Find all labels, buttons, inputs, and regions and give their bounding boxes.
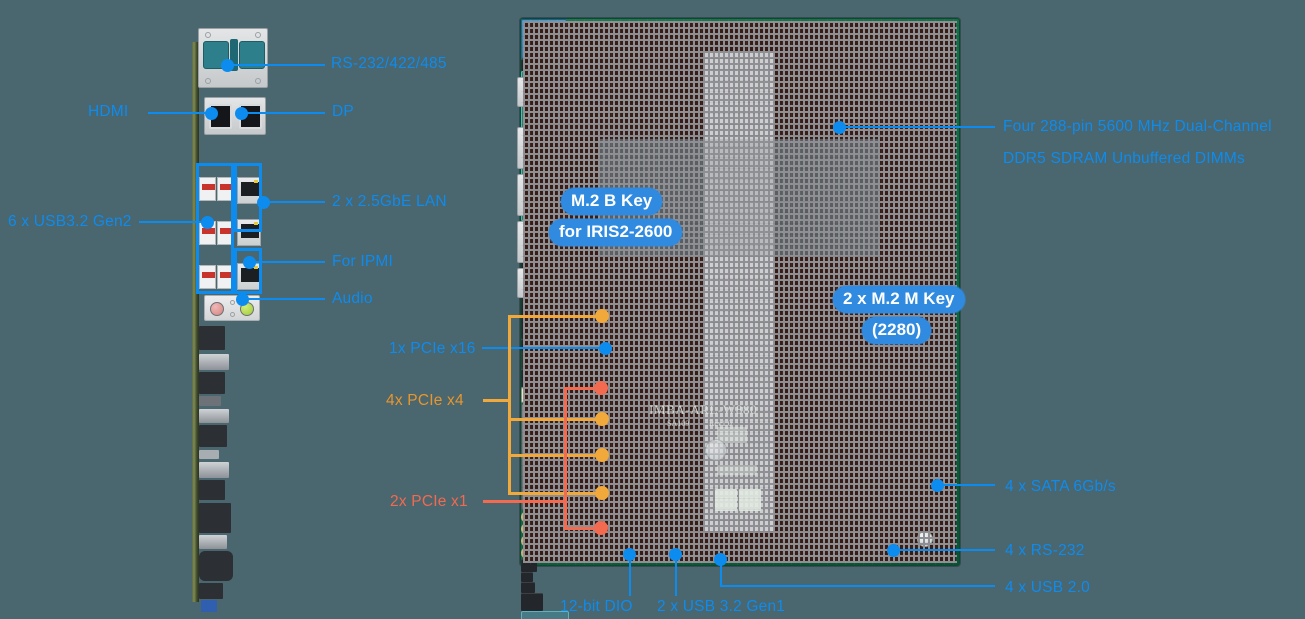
ipmi-lan-port	[237, 263, 261, 290]
cert-mark-4	[717, 465, 757, 475]
serial-port-1	[203, 41, 229, 69]
edge-connector-blue	[201, 600, 217, 612]
edge-component	[199, 462, 229, 478]
callout-line-sata	[937, 484, 995, 486]
callout-line-pcie-x4-branch-2	[508, 418, 600, 421]
m2-m-key-badge-line1: 2 x M.2 M Key	[833, 286, 965, 313]
callout-label-sata: 4 x SATA 6Gb/s	[1005, 478, 1116, 495]
callout-dot-hdmi	[205, 107, 218, 120]
callout-label-usb20: 4 x USB 2.0	[1005, 579, 1090, 596]
callout-dot-rs232-internal	[887, 544, 900, 557]
callout-line-usb32gen1	[675, 554, 677, 596]
callout-line-dio	[629, 554, 631, 596]
edge-component	[199, 450, 219, 459]
serial-port-shield	[198, 28, 268, 88]
callout-line-pcie-x4-branch-1	[508, 315, 600, 318]
callout-line-usb20	[720, 585, 995, 587]
callout-label-usb32: 6 x USB3.2 Gen2	[8, 213, 132, 230]
callout-dot-usb32gen1	[669, 548, 682, 561]
callout-label-ipmi: For IPMI	[332, 253, 394, 270]
edge-component	[199, 372, 225, 394]
cert-mark-2	[739, 489, 761, 511]
circular-mark	[705, 439, 727, 461]
callout-line-dp	[241, 112, 325, 114]
callout-line-lan	[263, 201, 325, 203]
audio-jack-mic	[210, 302, 224, 316]
callout-line-pcie-x16	[482, 347, 604, 349]
usb-group-highlight	[196, 163, 234, 294]
callout-label-audio: Audio	[332, 290, 373, 307]
callout-dot-pcie-x4-3	[595, 448, 609, 462]
m2-m-key-badge-line2: (2280)	[862, 317, 932, 344]
callout-line-usb32	[139, 221, 207, 223]
usb32-port-5	[199, 265, 216, 289]
callout-dot-pcie-x1-2	[594, 521, 608, 535]
edge-component	[199, 535, 227, 549]
edge-component	[199, 583, 223, 599]
board-code-silk: SA109	[667, 419, 690, 428]
callout-dot-usb20	[714, 553, 727, 566]
edge-component	[199, 396, 221, 406]
callout-label-pcie-x16: 1x PCIe x16	[389, 340, 476, 357]
usb32-port-1	[199, 177, 216, 201]
callout-label-lan: 2 x 2.5GbE LAN	[332, 193, 447, 210]
ipmi-lan-highlight	[234, 248, 262, 294]
edge-component	[199, 425, 227, 447]
board-model-silk: IMBA-ARL-W880	[649, 402, 758, 417]
callout-dot-pcie-x4-2	[595, 412, 609, 426]
serial-port-center	[230, 39, 238, 71]
callout-line-pcie-x1-branch-2	[564, 527, 600, 530]
io-panel-side-view	[168, 14, 278, 612]
callout-line-hdmi	[148, 112, 210, 114]
pcb-edge	[192, 42, 199, 602]
callout-label-hdmi: HDMI	[88, 103, 129, 120]
m2-b-key-badge-line1: M.2 B Key	[561, 188, 663, 215]
callout-line-pcie-x1-branch-1	[564, 387, 600, 390]
callout-label-ddr5-line2: DDR5 SDRAM Unbuffered DIMMs	[1003, 150, 1245, 167]
smd-chip	[521, 582, 535, 593]
edge-component	[199, 326, 225, 350]
pmic-chip	[521, 593, 543, 611]
callout-label-rs232-internal: 4 x RS-232	[1005, 542, 1085, 559]
callout-dot-pcie-x1-1	[594, 381, 608, 395]
callout-line-pcie-x4-main	[483, 399, 511, 402]
cert-mark-1	[715, 489, 737, 511]
callout-line-rs232	[227, 64, 325, 66]
edge-component	[199, 480, 225, 500]
callout-dot-pcie-x16	[599, 342, 612, 355]
callout-line-pcie-x1-main	[483, 500, 567, 503]
callout-line-pcie-x4-branch-3	[508, 454, 600, 457]
edge-component	[199, 354, 229, 370]
m2-m-key-region	[521, 611, 569, 619]
callout-line-rs232-internal	[895, 549, 995, 551]
edge-component	[199, 551, 233, 581]
callout-label-usb32gen1: 2 x USB 3.2 Gen1	[657, 598, 786, 615]
callout-line-pcie-x1-bus	[564, 387, 567, 529]
board-rev-silk: Rev1.0	[709, 419, 732, 428]
edge-component	[199, 503, 231, 533]
m2-b-key-badge-line2: for IRIS2-2600	[549, 219, 683, 246]
callout-line-usb20-drop	[720, 559, 722, 587]
callout-label-ddr5-line1: Four 288-pin 5600 MHz Dual-Channel	[1003, 118, 1272, 135]
callout-dot-pcie-x4-4	[595, 486, 609, 500]
callout-dot-usb32	[201, 216, 214, 229]
callout-label-pcie-x1: 2x PCIe x1	[390, 493, 468, 510]
smd-chip	[521, 572, 533, 582]
callout-dot-dio	[623, 548, 636, 561]
callout-label-dp: DP	[332, 103, 354, 120]
callout-line-audio	[242, 298, 325, 300]
callout-label-dio: 12-bit DIO	[560, 598, 633, 615]
callout-label-rs232: RS-232/422/485	[331, 55, 447, 72]
callout-line-pcie-x4-branch-4	[508, 492, 600, 495]
callout-line-pcie-x4-bus	[508, 315, 511, 495]
callout-line-ddr5	[839, 126, 995, 128]
callout-line-ipmi	[249, 261, 325, 263]
callout-label-pcie-x4: 4x PCIe x4	[386, 392, 464, 409]
edge-component	[199, 409, 229, 423]
cert-mark-3	[717, 427, 747, 443]
callout-dot-pcie-x4-1	[595, 309, 609, 323]
